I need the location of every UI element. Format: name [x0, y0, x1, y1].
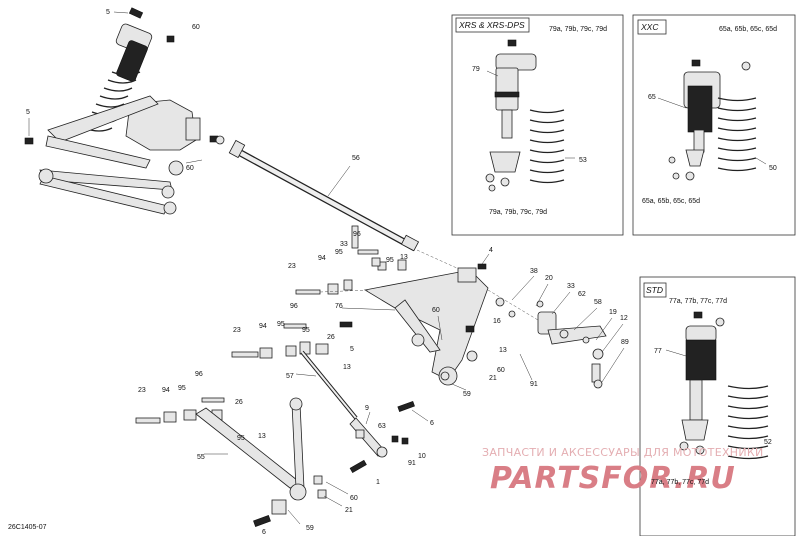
xrs-spring-label: 53 [579, 157, 587, 164]
callout-59-b: 59 [306, 525, 314, 532]
callout-23-c: 23 [138, 387, 146, 394]
callout-4: 4 [489, 247, 493, 254]
callout-26-a: 26 [327, 334, 335, 341]
callout-26-b: 26 [235, 399, 243, 406]
callout-60-d: 60 [350, 495, 358, 502]
callout-95-a2: 95 [386, 257, 394, 264]
xrs-bottom-group-label: 79a, 79b, 79c, 79d [489, 209, 547, 216]
xxc-shock-label: 65 [648, 94, 656, 101]
drive-shaft [215, 135, 471, 275]
callout-16: 16 [493, 318, 501, 325]
callout-5-top: 5 [106, 9, 110, 16]
callout-62: 62 [578, 291, 586, 298]
xrs-top-group-label: 79a, 79b, 79c, 79d [549, 26, 607, 33]
callout-6-a: 6 [430, 420, 434, 427]
trailing-arm-hardware [351, 225, 478, 362]
trailing-arm [341, 267, 489, 386]
xxc-bottom-group-label: 65a, 65b, 65c, 65d [642, 198, 700, 205]
inset-std-title: STD [646, 285, 663, 295]
callout-9: 9 [365, 405, 369, 412]
xrs-shock-label: 79 [472, 66, 480, 73]
callout-89: 89 [621, 339, 629, 346]
callout-60-frame: 60 [186, 165, 194, 172]
callout-60-top: 60 [192, 24, 200, 31]
callout-91-a: 91 [530, 381, 538, 388]
callout-91-b: 91 [408, 460, 416, 467]
callout-94-b: 94 [259, 323, 267, 330]
xxc-top-group-label: 65a, 65b, 65c, 65d [719, 26, 777, 33]
callout-5-mid: 5 [350, 346, 354, 353]
toe-link [295, 350, 358, 420]
diagram-code: 26C1405-07 [8, 524, 47, 531]
callout-33-a: 33 [340, 241, 348, 248]
inset-xrs-title: XRS & XRS-DPS [458, 20, 525, 30]
callout-6-b: 6 [262, 529, 266, 536]
inset-xxc-title: XXC [640, 22, 659, 32]
callout-58: 58 [594, 299, 602, 306]
callout-1: 1 [376, 479, 380, 486]
callout-96-a: 96 [353, 231, 361, 238]
callout-94-a: 94 [318, 255, 326, 262]
std-top-group-label: 77a, 77b, 77c, 77d [669, 298, 727, 305]
hardware-row-lower [135, 397, 225, 424]
callout-95-a: 95 [335, 249, 343, 256]
callout-21-b: 21 [345, 507, 353, 514]
inset-xrs [451, 14, 624, 236]
sway-bar-parts [477, 253, 607, 389]
callout-38: 38 [530, 268, 538, 275]
callout-95-b2: 95 [302, 327, 310, 334]
callout-60-c: 60 [432, 307, 440, 314]
callout-33-b: 33 [567, 283, 575, 290]
callout-13-c: 13 [343, 364, 351, 371]
std-spring-label: 52 [764, 439, 772, 446]
callout-59-a: 59 [463, 391, 471, 398]
callout-leaders [287, 275, 625, 525]
callout-95-c: 95 [178, 385, 186, 392]
watermark-logo-text: PARTSFOR.RU [490, 461, 736, 496]
callout-20: 20 [545, 275, 553, 282]
xxc-spring-label: 50 [769, 165, 777, 172]
callout-95-b: 95 [277, 321, 285, 328]
callout-13-d: 13 [258, 433, 266, 440]
hardware-row-middle [231, 321, 353, 359]
callout-60-b: 60 [497, 367, 505, 374]
inset-std [639, 276, 796, 536]
std-bottom-group-label: 77a, 77b, 77c, 77d [651, 479, 709, 486]
callout-10: 10 [418, 453, 426, 460]
callout-23-b: 23 [233, 327, 241, 334]
callout-56: 56 [352, 155, 360, 162]
callout-96-c: 96 [195, 371, 203, 378]
callout-21-a: 21 [489, 375, 497, 382]
callout-57: 57 [286, 373, 294, 380]
callout-13-a: 13 [400, 254, 408, 261]
callout-5-left: 5 [26, 109, 30, 116]
callout-76: 76 [335, 303, 343, 310]
callout-12: 12 [620, 315, 628, 322]
callout-23-a: 23 [288, 263, 296, 270]
inset-xxc [632, 14, 796, 236]
std-shock-label: 77 [654, 348, 662, 355]
callout-19: 19 [609, 309, 617, 316]
callout-95-d: 95 [237, 435, 245, 442]
toe-link-end [349, 400, 415, 474]
callout-13-b: 13 [499, 347, 507, 354]
main-shock-assembly [24, 7, 219, 215]
watermark: ЗАПЧАСТИ И АКСЕССУАРЫ ДЛЯ МОТОТЕХНИКИ PA… [482, 446, 764, 496]
hardware-row-upper [295, 249, 407, 295]
watermark-text-top: ЗАПЧАСТИ И АКСЕССУАРЫ ДЛЯ МОТОТЕХНИКИ [482, 446, 764, 459]
callout-96-b: 96 [290, 303, 298, 310]
lower-arm [195, 397, 327, 527]
callout-55: 55 [197, 454, 205, 461]
callout-63: 63 [378, 423, 386, 430]
callout-94-c: 94 [162, 387, 170, 394]
